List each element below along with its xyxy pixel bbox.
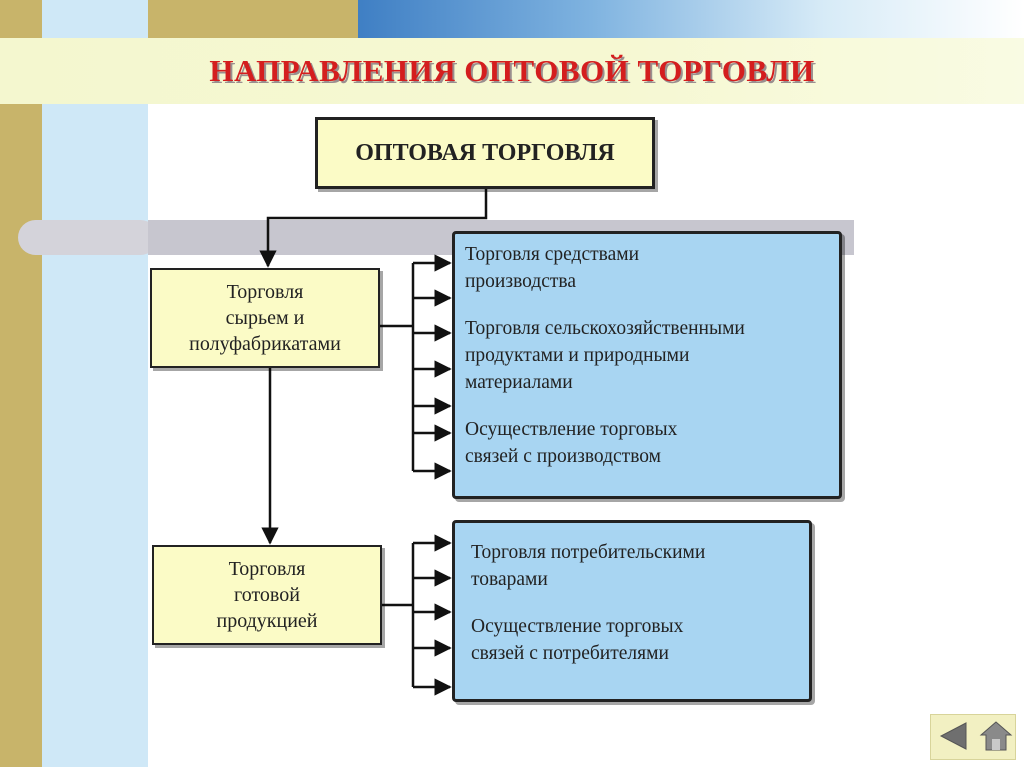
title-band	[0, 38, 1024, 104]
detail-box-finished-goods: Торговля потребительскими товарами Осуще…	[452, 520, 812, 702]
background-top-gold	[148, 0, 358, 38]
detail-item: Осуществление торговых связей с производ…	[465, 419, 678, 467]
detail-item: Торговля средствами производства	[465, 244, 640, 292]
detail-item: Торговля потребительскими товарами	[471, 542, 706, 590]
root-node-label: ОПТОВАЯ ТОРГОВЛЯ	[355, 139, 615, 166]
detail-item: Торговля сельскохозяйственными продуктам…	[465, 318, 745, 393]
background-stripe-gold	[0, 0, 42, 767]
background-grey-band-end	[18, 220, 158, 255]
home-button[interactable]	[976, 716, 1016, 756]
category-node-label: Торговля готовой продукцией	[216, 558, 318, 632]
triangle-left-icon	[939, 722, 967, 750]
detail-item: Осуществление торговых связей с потребит…	[471, 616, 684, 664]
back-button[interactable]	[934, 716, 974, 756]
category-node-finished-goods: Торговля готовой продукцией	[152, 545, 382, 645]
category-node-label: Торговля сырьем и полуфабрикатами	[189, 281, 341, 355]
root-node: ОПТОВАЯ ТОРГОВЛЯ	[315, 117, 655, 189]
page-title: НАПРАВЛЕНИЯ ОПТОВОЙ ТОРГОВЛИ	[209, 53, 815, 88]
background-stripe-blue	[42, 0, 148, 767]
house-icon	[979, 721, 1013, 751]
category-node-raw-materials: Торговля сырьем и полуфабрикатами	[150, 268, 380, 368]
detail-box-raw-materials: Торговля средствами производства Торговл…	[452, 231, 842, 499]
background-top-gradient	[358, 0, 1024, 38]
